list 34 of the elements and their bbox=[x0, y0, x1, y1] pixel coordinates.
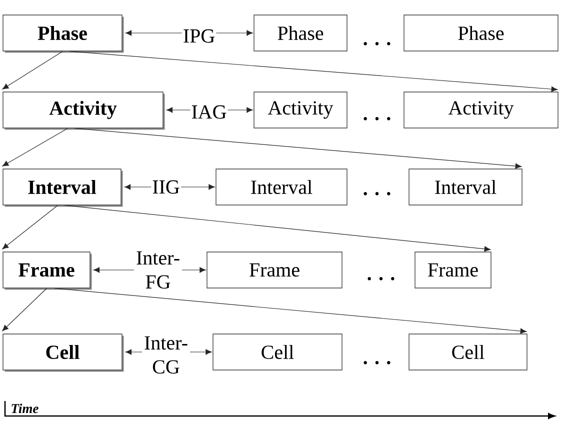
text-box: Frame bbox=[414, 252, 492, 288]
ellipsis: . . . bbox=[364, 117, 390, 120]
axis-label: Time bbox=[12, 404, 38, 414]
raised-box: Activity bbox=[2, 92, 165, 130]
text-box: Cell bbox=[408, 334, 528, 370]
arrow bbox=[2, 288, 47, 332]
text-box: Activity bbox=[254, 92, 348, 128]
text-box: Phase bbox=[404, 14, 558, 52]
text-box: Interval bbox=[408, 168, 522, 206]
edge-label: IIG bbox=[151, 179, 181, 195]
text-box: Phase bbox=[254, 14, 348, 52]
raised-box: Cell bbox=[2, 334, 124, 372]
text-box: Interval bbox=[216, 168, 348, 206]
raised-box: Interval bbox=[2, 168, 123, 207]
arrow bbox=[2, 205, 58, 250]
arrow bbox=[64, 205, 491, 252]
raised-box: Phase bbox=[2, 14, 124, 53]
edge-label: Inter- FG bbox=[134, 250, 182, 290]
arrow bbox=[69, 51, 558, 92]
arrow bbox=[54, 288, 527, 334]
text-box: Activity bbox=[404, 92, 558, 128]
ellipsis: . . . bbox=[364, 192, 390, 196]
edge-label: IAG bbox=[190, 104, 228, 120]
arrow bbox=[74, 128, 522, 169]
ellipsis: . . . bbox=[368, 277, 394, 280]
ellipsis: . . . bbox=[364, 361, 390, 364]
ellipsis: . . . bbox=[364, 42, 390, 46]
arrow bbox=[2, 128, 68, 166]
edge-label: IPG bbox=[182, 28, 216, 44]
text-box: Frame bbox=[206, 252, 342, 288]
text-box: Cell bbox=[212, 334, 342, 370]
arrow bbox=[2, 51, 63, 90]
edge-label: Inter- CG bbox=[142, 335, 190, 375]
raised-box: Frame bbox=[2, 252, 92, 290]
